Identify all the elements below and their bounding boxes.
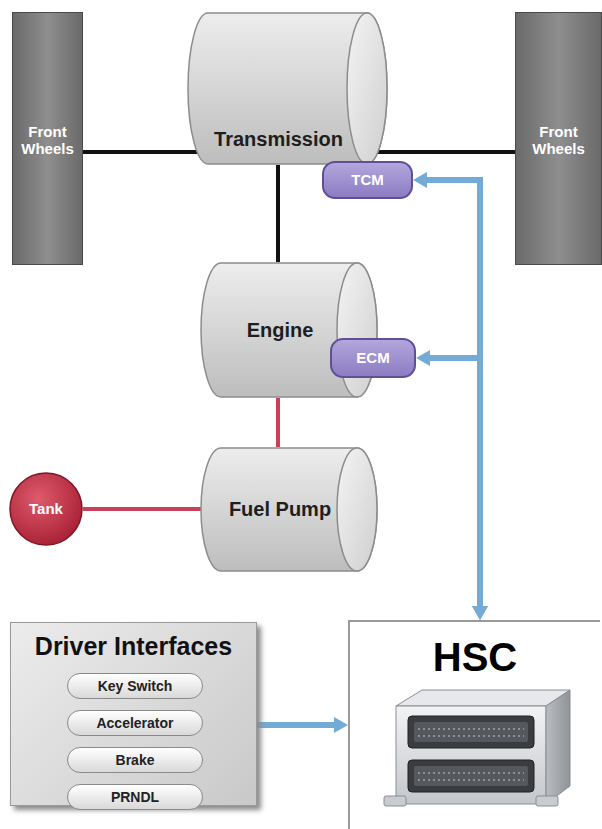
control-module: TCM	[322, 161, 413, 199]
signal-arrow	[427, 180, 480, 606]
fuel-line	[83, 507, 212, 511]
node-label: Front Wheels	[521, 123, 596, 158]
node-label: TCM	[351, 171, 384, 188]
control-module: ECM	[330, 338, 416, 378]
controller-box	[384, 690, 570, 806]
axle-line	[83, 150, 199, 154]
axle-line	[376, 150, 515, 154]
interface-button: Key Switch	[67, 673, 203, 699]
fuel-line	[276, 398, 280, 447]
node-label: Transmission	[214, 128, 343, 151]
node-label: Tank	[29, 500, 63, 517]
panel-heading: Driver Interfaces	[35, 632, 232, 661]
component-cylinder: EngineECM	[200, 262, 378, 398]
node-label: Engine	[247, 319, 314, 342]
node-label: HSC	[433, 634, 517, 680]
node-label: Fuel Pump	[229, 498, 331, 521]
component-cylinder: TransmissionTCM	[187, 12, 388, 165]
interface-button: Accelerator	[67, 710, 203, 736]
signal-arrow	[430, 358, 480, 606]
node-label: Key Switch	[98, 678, 173, 694]
wheel-block: Front Wheels	[515, 12, 602, 265]
node-label: Accelerator	[96, 715, 173, 731]
controller-box: HSC	[348, 620, 600, 829]
interface-button: PRNDL	[67, 784, 203, 810]
interface-button: Brake	[67, 747, 203, 773]
tank-circle: Tank	[9, 472, 83, 546]
node-label: PRNDL	[111, 789, 159, 805]
node-label: Brake	[116, 752, 155, 768]
interface-panel: Driver InterfacesKey SwitchAcceleratorBr…	[10, 622, 257, 806]
signal-arrow	[257, 722, 334, 728]
component-cylinder: Fuel Pump	[200, 447, 378, 572]
shaft-line	[276, 165, 280, 262]
node-label: ECM	[356, 349, 389, 366]
node-label: Front Wheels	[18, 123, 77, 158]
wheel-block: Front Wheels	[12, 12, 83, 265]
